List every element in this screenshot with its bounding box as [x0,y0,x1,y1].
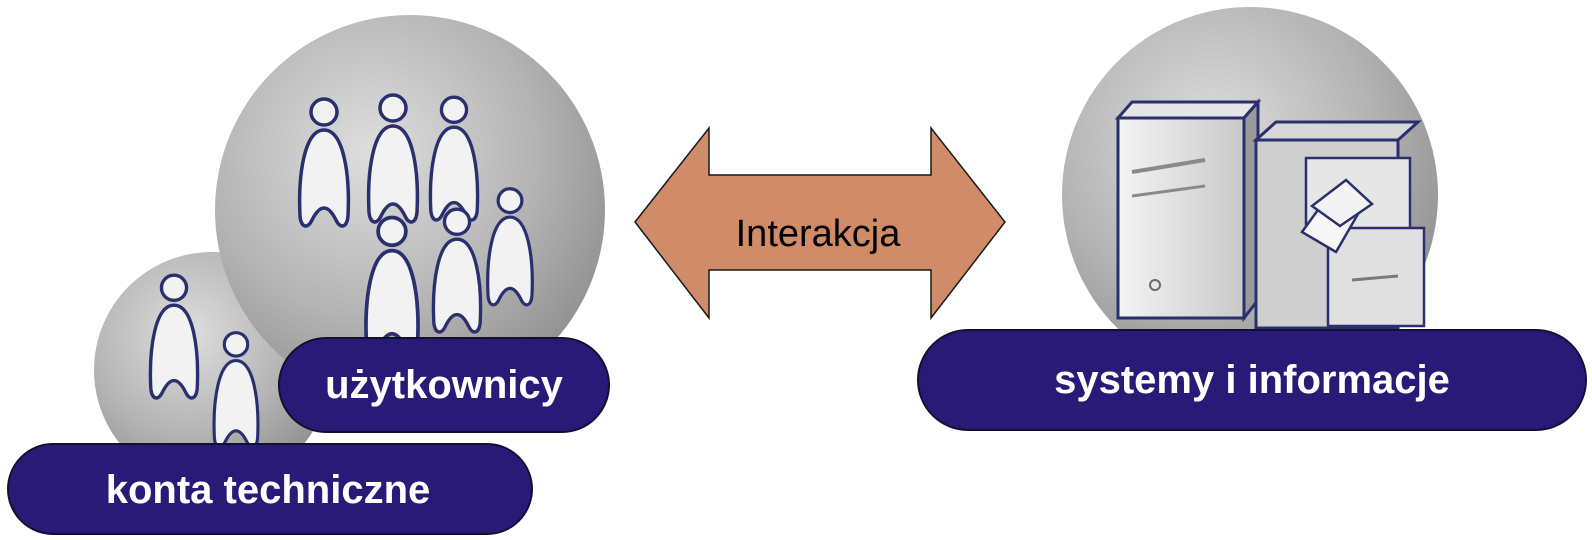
interaction-arrow: Interakcja [634,125,1006,321]
document-icon [1300,178,1374,254]
systems-label: systemy i informacje [1054,358,1450,402]
tech-accounts-pill: konta techniczne [7,443,533,535]
users-pill: użytkownicy [278,337,610,433]
systems-pill: systemy i informacje [917,329,1587,431]
users-label: użytkownicy [325,363,564,407]
tech-accounts-label: konta techniczne [106,468,431,512]
interaction-label: Interakcja [736,213,902,255]
server-tower-icon [1114,98,1262,323]
